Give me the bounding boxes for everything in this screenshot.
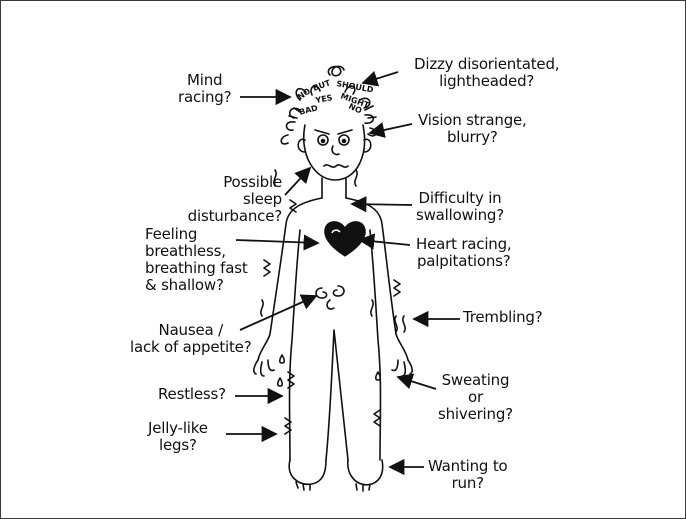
arrow-sweating bbox=[398, 377, 436, 389]
left-hand bbox=[254, 360, 274, 376]
label-vision: Vision strange, blurry? bbox=[418, 112, 527, 146]
head-word: YES bbox=[314, 93, 334, 105]
head bbox=[304, 125, 365, 180]
label-trembling: Trembling? bbox=[463, 309, 542, 326]
head-word: BAD bbox=[298, 103, 319, 117]
left-foot bbox=[289, 460, 326, 484]
arrow-breathless bbox=[236, 240, 318, 243]
hair-curl bbox=[328, 66, 344, 75]
arrow-sleep bbox=[285, 168, 310, 195]
right-hand bbox=[392, 360, 412, 376]
label-sleep: Possible sleep disturbance? bbox=[150, 174, 282, 225]
arrow-dizzy bbox=[363, 72, 398, 83]
label-swallowing: Difficulty in swallowing? bbox=[416, 190, 504, 224]
head-word: BUT bbox=[312, 78, 333, 93]
label-breathless: Feeling breathless, breathing fast & sha… bbox=[145, 226, 248, 294]
label-nausea: Nausea / lack of appetite? bbox=[130, 322, 251, 356]
head-words: NO BUT SHOULD YES MIGHT NO BAD bbox=[296, 78, 375, 117]
label-sweating: Sweating or shivering? bbox=[438, 372, 513, 423]
arrow-swallow bbox=[352, 204, 412, 205]
arrow-vision bbox=[370, 124, 412, 133]
label-jelly-legs: Jelly-like legs? bbox=[148, 420, 208, 454]
label-heart: Heart racing, palpitations? bbox=[416, 236, 512, 270]
stomach-swirl bbox=[316, 286, 344, 309]
label-dizzy: Dizzy disorientated, lightheaded? bbox=[414, 56, 559, 90]
label-restless: Restless? bbox=[158, 386, 226, 403]
label-wanting-to-run: Wanting to run? bbox=[428, 458, 507, 492]
label-mind-racing: Mind racing? bbox=[178, 72, 231, 106]
right-foot bbox=[348, 460, 383, 485]
mouth bbox=[324, 165, 348, 167]
heart bbox=[325, 222, 365, 256]
